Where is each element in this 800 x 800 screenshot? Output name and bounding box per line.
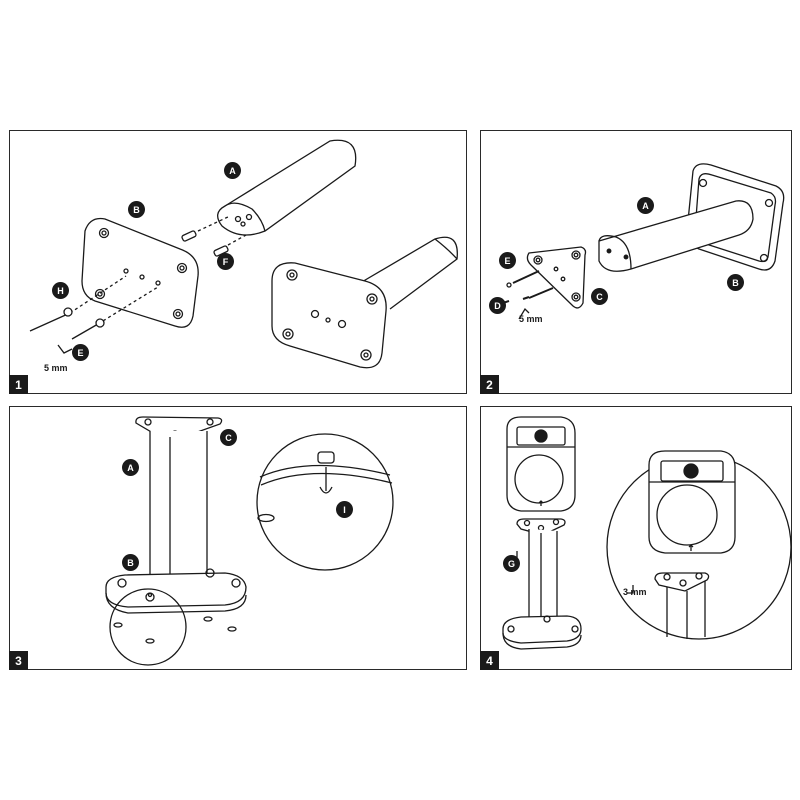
base-plate-b bbox=[81, 217, 199, 328]
speaker-cabinet bbox=[506, 416, 576, 512]
label-b: B bbox=[128, 201, 145, 218]
label-a: A bbox=[224, 162, 241, 179]
step-3-illustration bbox=[105, 416, 394, 666]
label-a: A bbox=[122, 459, 139, 476]
step-number: 1 bbox=[9, 375, 28, 394]
step-2-panel: A B E C D 5 mm 2 bbox=[480, 130, 792, 394]
label-b: B bbox=[727, 274, 744, 291]
allen-key bbox=[57, 344, 73, 354]
column-a bbox=[149, 431, 208, 588]
step-4-panel: G 3 mm 4 bbox=[480, 406, 792, 670]
threaded-pin bbox=[181, 230, 197, 242]
step-number: 3 bbox=[9, 651, 28, 670]
stand-column bbox=[528, 529, 558, 628]
zoom-indicator-circle bbox=[109, 588, 187, 666]
step-4-illustration bbox=[502, 416, 792, 650]
label-d: D bbox=[489, 297, 506, 314]
step-number: 4 bbox=[480, 651, 499, 670]
spike-foot bbox=[317, 451, 335, 464]
dimension-label: 3 mm bbox=[623, 587, 647, 597]
label-g: G bbox=[503, 555, 520, 572]
assembled-base-plate bbox=[271, 262, 387, 369]
stand-base bbox=[502, 615, 582, 644]
step-3-panel: C A I B 3 bbox=[9, 406, 467, 670]
label-e: E bbox=[72, 344, 89, 361]
step-1-illustration bbox=[29, 139, 458, 369]
step-2-illustration bbox=[502, 163, 785, 320]
column-a-exploded bbox=[217, 139, 357, 236]
label-i: I bbox=[336, 501, 353, 518]
stand-top-plate-zoom bbox=[654, 572, 710, 592]
label-c: C bbox=[591, 288, 608, 305]
base-plate-b bbox=[105, 572, 247, 608]
dimension-label: 5 mm bbox=[519, 314, 543, 324]
arm-a bbox=[598, 200, 754, 272]
label-b: B bbox=[122, 554, 139, 571]
dimension-label: 5 mm bbox=[44, 363, 68, 373]
label-a: A bbox=[637, 197, 654, 214]
step-number: 2 bbox=[480, 375, 499, 394]
label-c: C bbox=[220, 429, 237, 446]
label-f: F bbox=[217, 253, 234, 270]
step-1-panel: A B F H E 5 mm 1 bbox=[9, 130, 467, 394]
label-h: H bbox=[52, 282, 69, 299]
label-e: E bbox=[499, 252, 516, 269]
speaker-cabinet-zoom bbox=[648, 450, 736, 554]
allen-key bbox=[518, 307, 530, 320]
